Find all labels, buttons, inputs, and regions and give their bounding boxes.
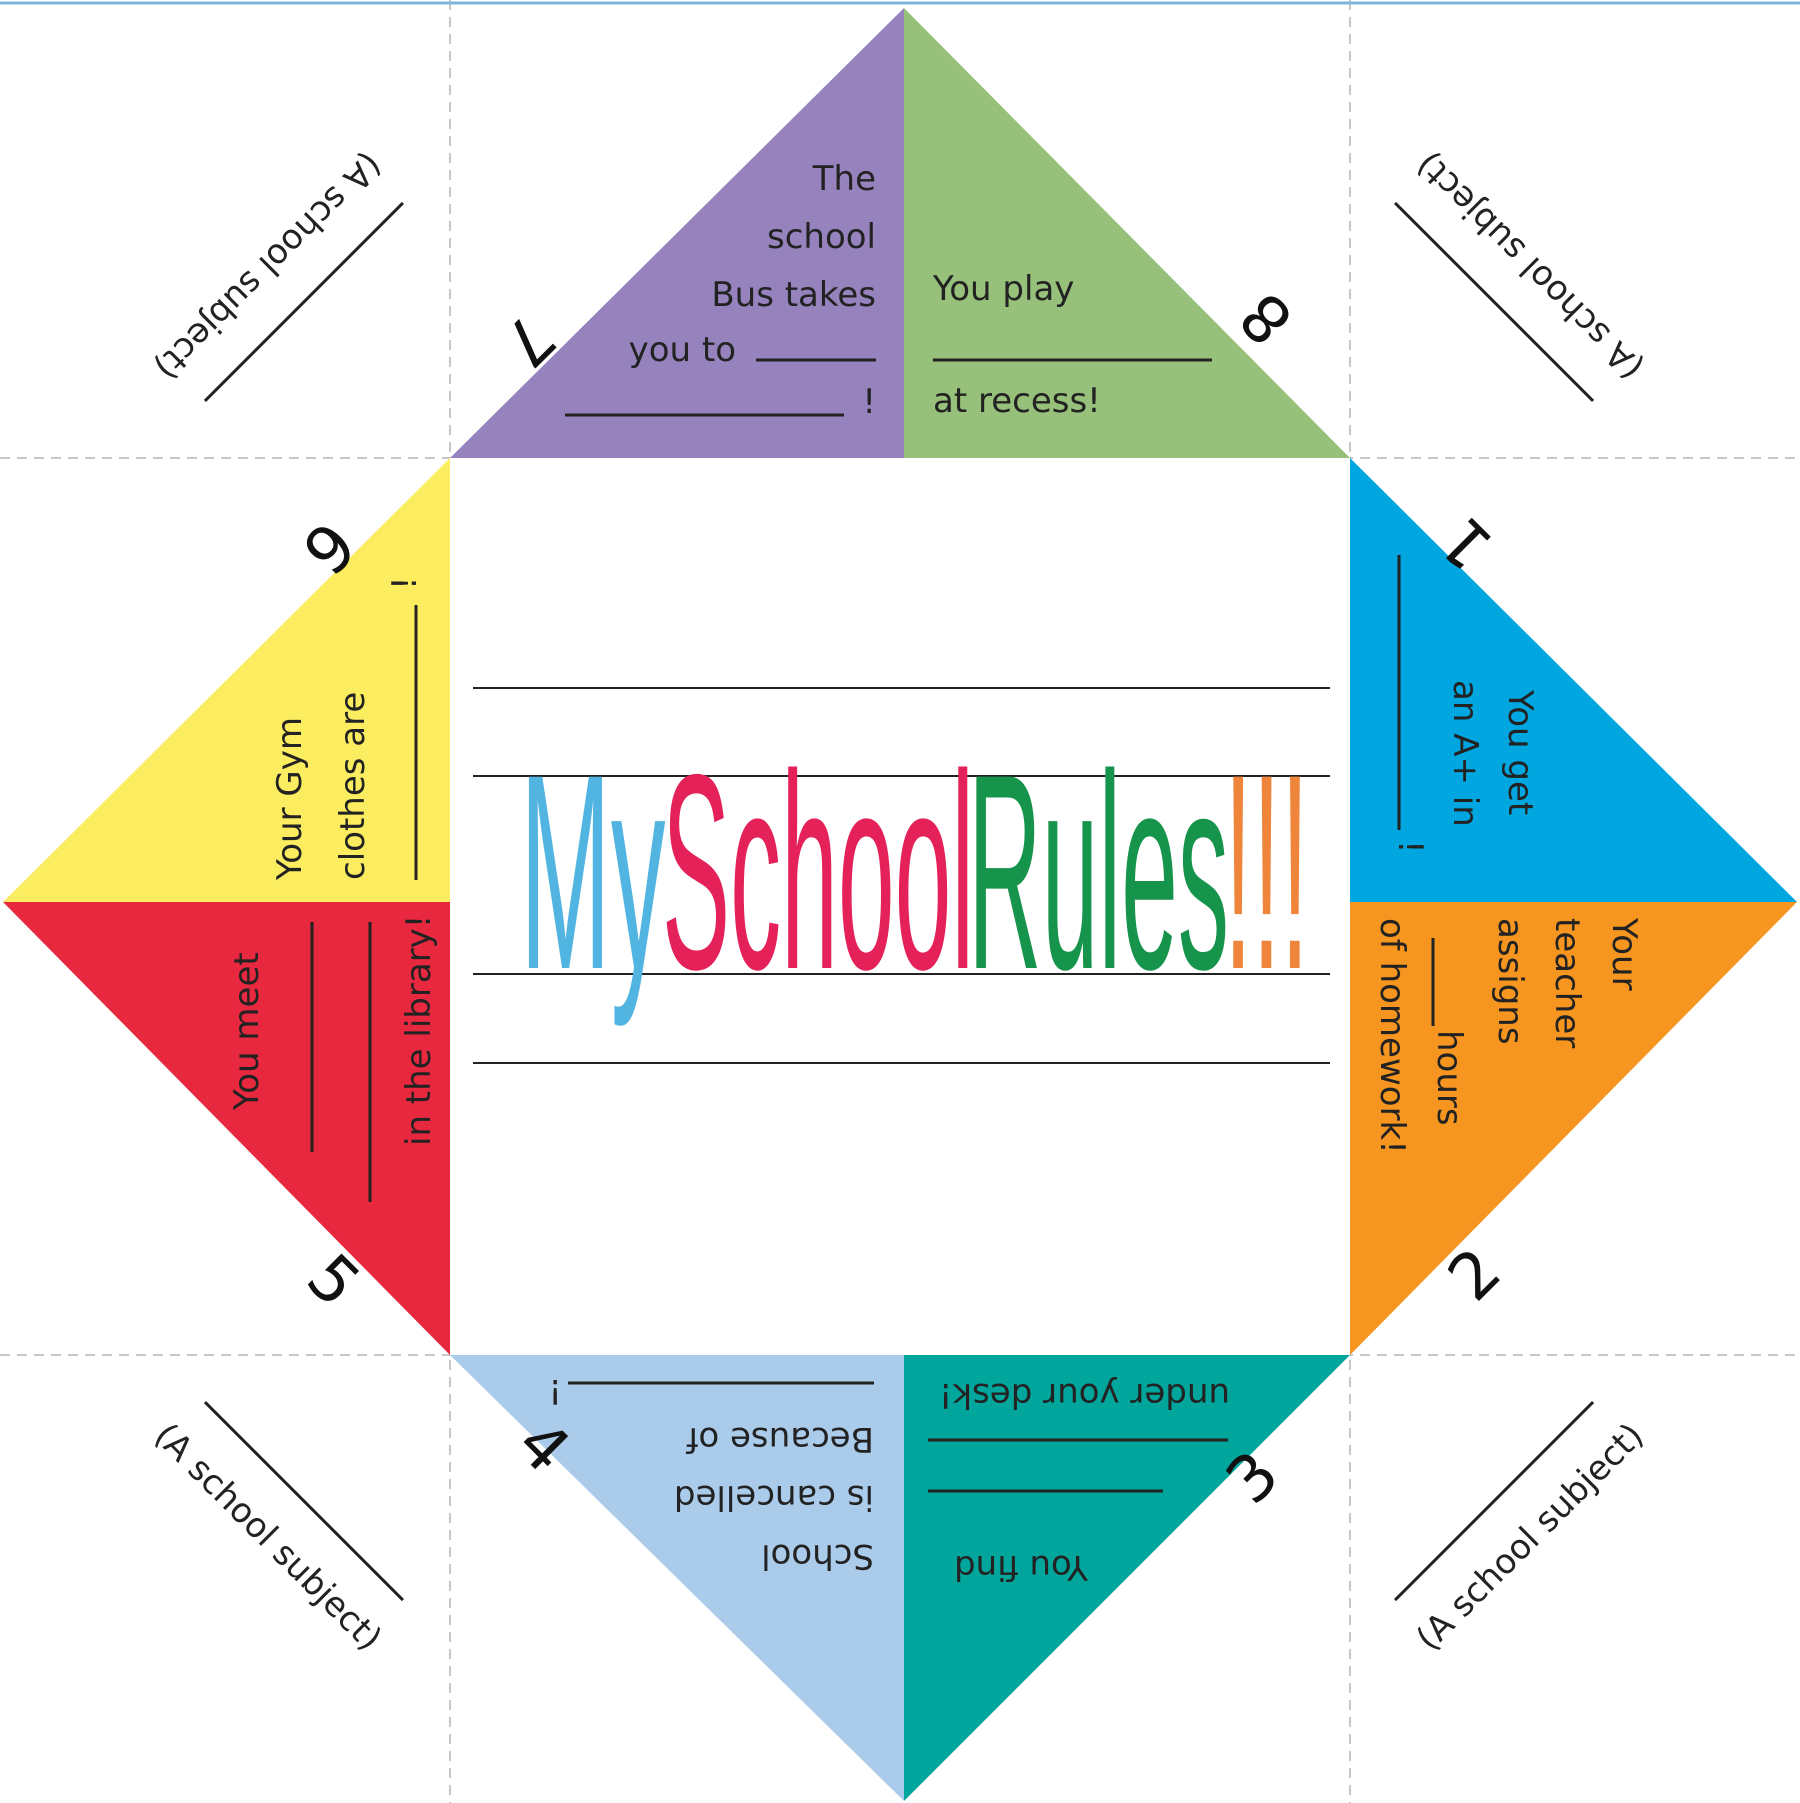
blank-line — [1394, 201, 1595, 402]
flap-light-blue — [450, 1355, 904, 1801]
flap-red — [3, 902, 450, 1355]
fortune-6-line: ! — [385, 576, 425, 590]
fortune-2-line: Your — [1604, 917, 1644, 991]
corner-top-left: (A school subject) — [146, 144, 404, 402]
corner-label: (A school subject) — [1409, 1416, 1652, 1659]
flap-purple — [450, 8, 904, 458]
fortune-4-line: is cancelled — [674, 1477, 874, 1517]
flap-green — [904, 8, 1350, 458]
fortune-7-line: ! — [862, 382, 876, 422]
title-word-rules: Rules — [968, 717, 1229, 1028]
fortune-3-line: under your desk! — [939, 1375, 1230, 1415]
fortune-2-line: assigns — [1490, 918, 1530, 1045]
fortune-4: School is cancelled Because of ! — [548, 1371, 874, 1576]
blank-line — [1394, 1401, 1595, 1602]
fortune-7-line: Bus takes — [711, 275, 876, 315]
corner-bottom-right: (A school subject) — [1394, 1401, 1652, 1659]
flaps — [3, 8, 1797, 1801]
fortune-4-line: ! — [548, 1371, 562, 1411]
title-word-school: School — [662, 717, 974, 1028]
fortune-3-line: You find — [954, 1547, 1089, 1587]
fortune-5-line: in the library! — [399, 915, 439, 1146]
flap-yellow — [3, 458, 450, 902]
fortune-5: You meet in the library! — [227, 915, 439, 1202]
fortune-1-line: ! — [1390, 840, 1430, 854]
title-panel-background — [450, 458, 1350, 1355]
corner-label: (A school subject) — [146, 1416, 389, 1659]
fortune-2-line: teacher — [1547, 918, 1587, 1048]
corner-label: (A school subject) — [1409, 144, 1652, 387]
fortune-8-line: You play — [932, 269, 1074, 309]
flap-orange — [1350, 902, 1797, 1355]
fortune-6-line: clothes are — [333, 692, 373, 880]
blank-line — [203, 1401, 404, 1602]
fortune-3: You find under your desk! — [928, 1375, 1230, 1587]
fortune-2: Your teacher assigns hours of homework! — [1372, 917, 1644, 1154]
corner-bottom-left: (A school subject) — [146, 1401, 404, 1659]
fortune-6: Your Gym clothes are ! — [270, 576, 425, 881]
fortune-8-line: at recess! — [933, 381, 1101, 421]
fortune-6-line: Your Gym — [270, 717, 310, 881]
fortune-1: You get an A+ in ! — [1390, 555, 1540, 854]
writing-lines — [473, 687, 1330, 1064]
fortune-8: You play at recess! — [932, 269, 1212, 421]
fortune-2-line: hours — [1429, 1030, 1469, 1126]
title-panel: My School Rules !!! — [450, 458, 1350, 1355]
corner-top-right: (A school subject) — [1394, 144, 1652, 402]
fortune-7: The school Bus takes you to ! — [565, 159, 876, 422]
fortune-1-line: You get — [1500, 689, 1540, 815]
fortune-5-line: You meet — [227, 952, 267, 1111]
fortune-1-line: an A+ in — [1445, 680, 1485, 827]
flap-teal — [904, 1355, 1350, 1801]
fortune-7-line: school — [767, 217, 876, 257]
fortune-4-line: Because of — [685, 1419, 874, 1459]
title-word-bangs: !!! — [1224, 717, 1309, 1028]
fortune-4-line: School — [761, 1536, 874, 1576]
corner-label: (A school subject) — [146, 144, 389, 387]
flap-blue — [1350, 458, 1797, 902]
fortune-7-line: The — [812, 159, 876, 199]
fortune-7-line: you to — [629, 330, 736, 370]
title-word-my: My — [520, 717, 666, 1028]
fortune-2-line: of homework! — [1372, 918, 1412, 1154]
blank-line — [203, 201, 404, 402]
